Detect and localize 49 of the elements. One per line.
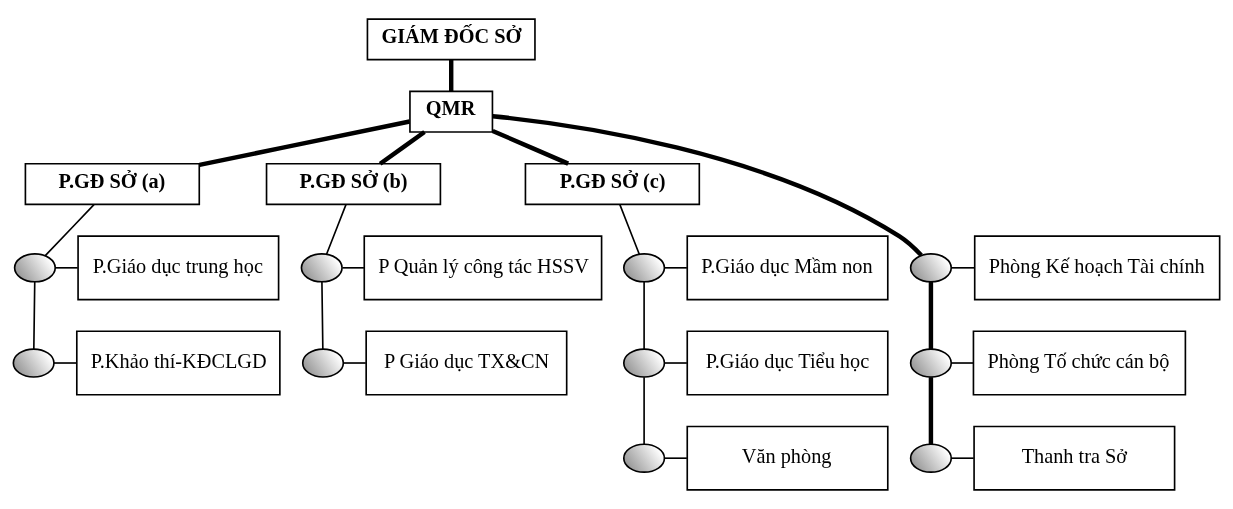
connector	[950, 267, 975, 269]
connector	[928, 377, 934, 445]
node-box: P Giáo dục TX&CN	[365, 330, 568, 396]
node-ellipse	[909, 443, 953, 473]
connector	[44, 203, 95, 257]
node-box: P.Khảo thí-KĐCLGD	[75, 330, 281, 396]
connector	[950, 362, 975, 364]
node-box: P Quản lý công tác HSSV	[363, 235, 603, 301]
connector	[928, 282, 934, 349]
connector	[54, 267, 79, 269]
node-box: QMR	[409, 90, 494, 133]
node-box: P.GĐ SỞ (a)	[24, 162, 201, 206]
connector	[341, 267, 365, 269]
connector	[664, 457, 688, 460]
connector	[321, 281, 324, 350]
node-ellipse	[909, 253, 953, 283]
connector	[643, 376, 645, 445]
connector	[950, 457, 975, 460]
node-box: P.Giáo dục Tiểu học	[686, 330, 889, 396]
connector	[448, 59, 454, 92]
node-box: Phòng Kế hoạch Tài chính	[973, 235, 1221, 301]
connector	[643, 281, 645, 350]
node-box: P.Giáo dục Mầm non	[686, 235, 889, 301]
node-ellipse	[13, 253, 57, 283]
connector	[492, 114, 923, 257]
node-box: Phòng Tố chức cán bộ	[972, 330, 1187, 396]
node-ellipse	[622, 443, 666, 473]
connector	[491, 128, 570, 166]
connector	[53, 362, 78, 364]
connector	[33, 281, 36, 350]
node-box: P.Giáo dục trung học	[77, 235, 280, 301]
node-ellipse	[301, 348, 345, 378]
node-box: Văn phòng	[686, 425, 889, 491]
node-ellipse	[12, 348, 55, 378]
connector	[342, 362, 367, 364]
node-ellipse	[622, 253, 666, 283]
connector	[664, 362, 688, 364]
node-box: Thanh tra Sở	[973, 425, 1176, 491]
node-box: P.GĐ SỞ (c)	[524, 162, 701, 206]
node-ellipse	[300, 253, 343, 283]
connector	[664, 267, 688, 269]
connector	[378, 130, 426, 166]
connector	[619, 203, 641, 256]
node-box: GIÁM ĐỐC SỞ	[366, 18, 536, 61]
connector	[325, 203, 347, 256]
node-ellipse	[622, 348, 666, 378]
connector	[199, 119, 411, 167]
node-box: P.GĐ SỞ (b)	[265, 162, 442, 206]
node-ellipse	[909, 348, 953, 378]
